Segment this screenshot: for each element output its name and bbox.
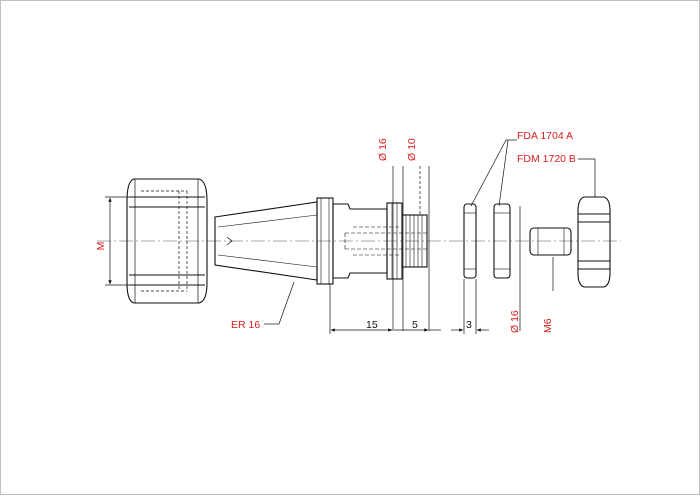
length-extension-lines	[329, 279, 477, 334]
collet-leader	[264, 281, 295, 325]
label-dia10-top: Ø 10	[406, 138, 418, 161]
label-dia16-top: Ø 16	[377, 138, 389, 161]
label-nut-m: M	[95, 242, 107, 251]
label-len-3: 3	[466, 319, 472, 331]
washer-fdm-1720-b	[493, 203, 511, 279]
washer-fda-1704-a	[463, 203, 477, 279]
collet-er16	[214, 197, 428, 285]
diameter-dimension-lines	[392, 166, 554, 331]
label-er16: ER 16	[231, 319, 260, 331]
dimension-m	[105, 196, 129, 286]
label-len-15: 15	[366, 319, 378, 331]
hex-nut	[126, 178, 208, 304]
label-thread-m6: M6	[542, 318, 554, 333]
washer-leaders	[470, 139, 596, 207]
label-dia16-bottom: Ø 16	[509, 310, 521, 333]
label-washer-b: FDM 1720 B	[517, 153, 576, 165]
screw-m6	[529, 196, 611, 288]
label-washer-a: FDA 1704 A	[517, 130, 573, 142]
label-len-5: 5	[412, 319, 418, 331]
